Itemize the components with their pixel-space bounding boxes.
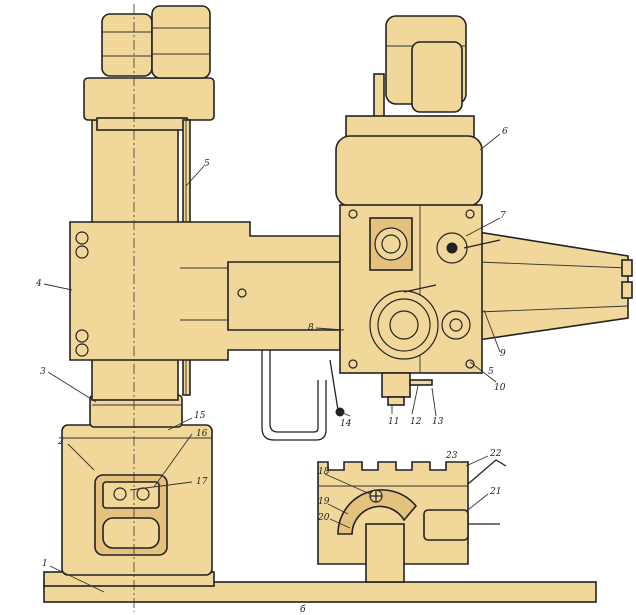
callout-16: 16: [196, 429, 208, 439]
callout-22: 22: [489, 449, 502, 459]
callout-4: 4: [35, 279, 42, 289]
coolant-hose: [261, 350, 345, 441]
arm-extension: [477, 231, 633, 341]
leader-lines: [43, 133, 501, 593]
column-top-cap: [83, 77, 215, 131]
radial-arm: [69, 221, 341, 361]
spindle: [381, 372, 433, 406]
callout-15: 15: [194, 411, 206, 421]
callout-7: 7: [500, 211, 506, 221]
callout-2: 2: [57, 437, 64, 447]
callout-19: 19: [318, 497, 330, 507]
callout-17: 17: [196, 477, 208, 487]
column-motors: [101, 5, 211, 79]
callout-14: 14: [340, 419, 352, 429]
callout-5-head: 5: [488, 367, 494, 377]
callout-13: 13: [432, 417, 444, 427]
callout-12: 12: [410, 417, 422, 427]
column-base-housing: [61, 424, 213, 576]
head-motor: [373, 15, 467, 125]
callout-1: 1: [42, 559, 48, 569]
compound-table: [317, 459, 507, 583]
callout-11: 11: [388, 417, 399, 427]
callouts: 1 2 3 4 5 6 7 8 9 5 10 11 12 13 14 15 16…: [35, 127, 508, 615]
base-plate: [43, 571, 597, 603]
callout-20: 20: [317, 513, 330, 523]
callout-b: б: [300, 604, 306, 615]
callout-3: 3: [40, 367, 46, 377]
callout-8: 8: [308, 323, 314, 333]
callout-23: 23: [445, 451, 458, 461]
callout-5-column: 5: [204, 159, 210, 169]
callout-9: 9: [500, 349, 506, 359]
drill-head-housing: [335, 115, 501, 374]
callout-6: 6: [502, 127, 508, 137]
callout-21: 21: [489, 487, 501, 497]
callout-18: 18: [318, 467, 330, 477]
callout-10: 10: [494, 383, 506, 393]
